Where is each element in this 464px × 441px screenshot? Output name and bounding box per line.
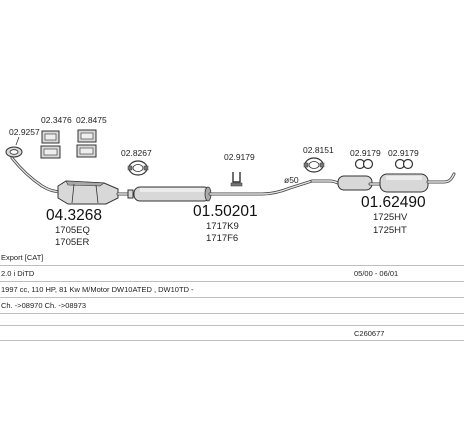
- engine-label: 1997 cc, 110 HP, 81 Kw M/Motor DW10ATED …: [1, 285, 194, 294]
- connecting-pipe: ø50: [208, 175, 314, 196]
- gasket-a-number: 02.3476: [41, 115, 72, 125]
- vehicle-info-table: Export [CAT] 2.0 i DiTD 05/00 - 06/01 19…: [0, 250, 464, 341]
- years-label: 05/00 - 06/01: [354, 269, 399, 278]
- catalytic-converter: 04.3268 1705EQ 1705ER: [10, 156, 134, 248]
- model-label: 2.0 i DiTD: [1, 269, 35, 278]
- cat-code-1: 1705EQ: [55, 225, 90, 236]
- pipe-diameter-label: ø50: [284, 175, 299, 185]
- chassis-row: Ch. ->08970 Ch. ->08973: [0, 298, 464, 314]
- exhaust-system-diagram: 02.9257 02.3476 02.8475 04.3268 1705EQ 1…: [5, 115, 456, 248]
- clamp-c-number: 02.8151: [303, 145, 334, 155]
- hanger-part-c: 02.9179: [388, 148, 419, 170]
- hanger-part-b: 02.9179: [350, 148, 381, 170]
- clamp-part-a: 02.9257: [5, 127, 40, 158]
- rear-silencer: 01.62490 1725HV 1725HT: [310, 172, 456, 236]
- gasket-part-b: 02.8475: [76, 115, 107, 158]
- chassis-label: Ch. ->08970 Ch. ->08973: [1, 301, 87, 310]
- reference-label: C260677: [354, 329, 385, 338]
- export-label: Export [CAT]: [1, 253, 44, 262]
- clamp-part-b: 02.8267: [121, 148, 152, 176]
- clamp-b-number: 02.8267: [121, 148, 152, 158]
- engine-row: 1997 cc, 110 HP, 81 Kw M/Motor DW10ATED …: [0, 282, 464, 298]
- clamp-part-c: 02.8151: [303, 145, 334, 173]
- cat-code-2: 1705ER: [55, 237, 89, 248]
- front-code-2: 1717F6: [206, 233, 238, 244]
- front-silencer: 01.50201 1717K9 1717F6: [133, 186, 258, 244]
- gasket-part-a: 02.3476: [40, 115, 72, 159]
- rear-code-1: 1725HV: [373, 212, 408, 223]
- front-code-1: 1717K9: [206, 221, 239, 232]
- hanger-a-number: 02.9179: [224, 152, 255, 162]
- model-row: 2.0 i DiTD 05/00 - 06/01: [0, 266, 464, 282]
- reference-row: C260677: [0, 326, 464, 341]
- hanger-part-a: 02.9179: [224, 152, 255, 187]
- hanger-c-number: 02.9179: [388, 148, 419, 158]
- cat-part-number: 04.3268: [46, 207, 102, 224]
- rear-code-2: 1725HT: [373, 225, 407, 236]
- export-row: Export [CAT]: [0, 250, 464, 266]
- front-part-number: 01.50201: [193, 203, 258, 220]
- gasket-b-number: 02.8475: [76, 115, 107, 125]
- hanger-b-number: 02.9179: [350, 148, 381, 158]
- rear-part-number: 01.62490: [361, 194, 426, 211]
- clamp-a-number: 02.9257: [9, 127, 40, 137]
- spacer-row: [0, 314, 464, 326]
